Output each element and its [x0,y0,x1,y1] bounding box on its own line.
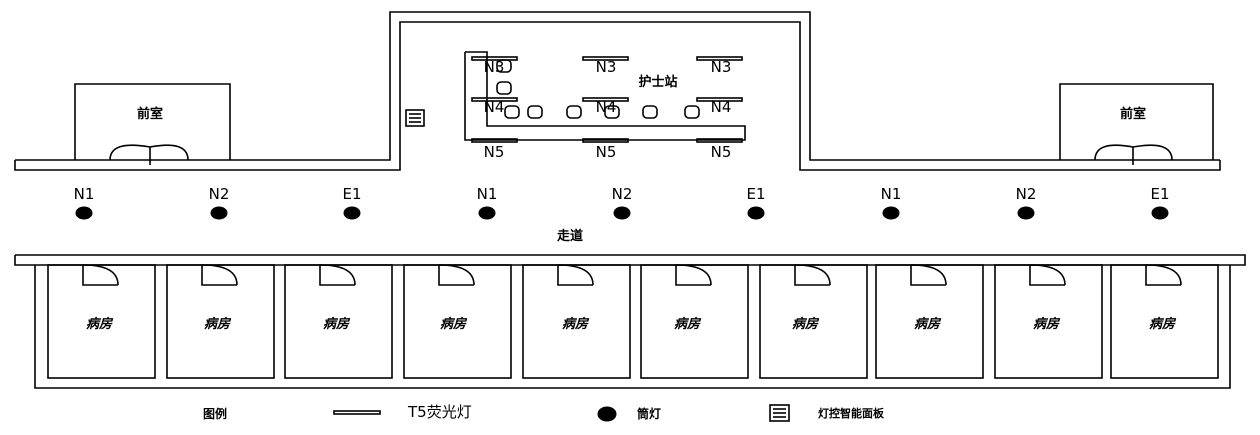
legend-downlight-label: 筒灯 [637,407,662,421]
ward-label-5: 病房 [561,317,589,332]
nurse-light-n4-1: N4 [483,98,505,116]
ward-door-6 [675,264,712,286]
ward-room-6 [640,264,749,379]
ward-door-8 [910,264,947,286]
t5-fixture-2 [582,56,629,61]
anteroom-right-wall [1059,83,1214,160]
ward-label-6: 病房 [673,317,701,332]
downlight-5 [613,206,631,220]
downlight-4 [478,206,496,220]
chair-8 [496,59,512,73]
downlight-9 [1151,206,1169,220]
legend-smart-panel-label: 灯控智能面板 [818,407,884,420]
ward-room-3 [284,264,393,379]
t5-fixture-9 [696,138,743,143]
nurse-light-n5-3: N5 [710,143,732,161]
nurse-station-desk [464,51,746,141]
ward-door-10 [1145,264,1182,286]
chair-1 [504,105,520,119]
corridor-label: 走道 [556,229,584,244]
legend-title: 图例 [203,407,228,421]
ward-label-2: 病房 [203,317,231,332]
nurse-light-n4-3: N4 [710,98,732,116]
legend-smart-panel-symbol [769,404,790,422]
ward-door-7 [794,264,831,286]
corridor-bottom-wall [14,254,1246,266]
nurse-light-n3-3: N3 [710,58,732,76]
ward-label-10: 病房 [1148,317,1176,332]
corridor-light-label-2: N2 [208,185,230,203]
t5-fixture-4 [471,97,518,102]
t5-fixture-1 [471,56,518,61]
ward-room-9 [994,264,1103,379]
chair-7 [496,81,512,95]
anteroom-left-label: 前室 [136,107,164,122]
ward-door-3 [319,264,356,286]
chair-4 [604,105,620,119]
corridor-light-label-4: N1 [476,185,498,203]
t5-fixture-3 [696,56,743,61]
ward-door-1 [82,264,119,286]
t5-fixture-7 [471,138,518,143]
ward-room-8 [875,264,984,379]
legend-downlight-symbol [597,406,617,422]
downlight-2 [210,206,228,220]
corridor-light-label-6: E1 [746,185,766,203]
legend-fluorescent-label: T5荧光灯 [408,403,472,421]
downlight-6 [747,206,765,220]
legend-fluorescent-symbol [333,410,381,415]
nurse-light-n3-1: N3 [483,58,505,76]
ward-room-1 [47,264,156,379]
ward-room-4 [403,264,512,379]
corridor-light-label-9: E1 [1150,185,1170,203]
chair-5 [642,105,658,119]
t5-fixture-6 [696,97,743,102]
smart-panel [405,109,425,127]
ward-door-2 [201,264,238,286]
downlight-3 [343,206,361,220]
corridor-light-label-1: N1 [73,185,95,203]
downlight-8 [1017,206,1035,220]
ward-door-4 [438,264,475,286]
corridor-light-label-5: N2 [611,185,633,203]
corridor-light-label-7: N1 [880,185,902,203]
ward-label-7: 病房 [791,317,819,332]
downlight-7 [882,206,900,220]
corridor-light-label-3: E1 [342,185,362,203]
downlight-1 [75,206,93,220]
chair-3 [566,105,582,119]
ward-room-2 [166,264,275,379]
ward-label-9: 病房 [1032,317,1060,332]
anteroom-right-label: 前室 [1119,107,1147,122]
chair-2 [527,105,543,119]
corridor-light-label-8: N2 [1015,185,1037,203]
t5-fixture-8 [582,138,629,143]
ward-room-5 [522,264,631,379]
ward-door-9 [1029,264,1066,286]
t5-fixture-5 [582,97,629,102]
nurse-station-label: 护士站 [638,75,678,90]
ward-door-5 [557,264,594,286]
ward-label-1: 病房 [85,317,113,332]
door-left-a [109,144,151,165]
door-right-b [1132,144,1173,161]
corridor-top-wall-outer [14,21,1221,171]
ward-room-7 [759,264,868,379]
nurse-light-n4-2: N4 [595,98,617,116]
ward-block-outer [34,265,1231,389]
nurse-light-n5-2: N5 [595,143,617,161]
door-left-b [149,144,189,161]
ward-label-8: 病房 [913,317,941,332]
corridor-top-wall-inner [15,11,1220,161]
chair-6 [684,105,700,119]
door-right-a [1094,144,1134,165]
nurse-light-n5-1: N5 [483,143,505,161]
ward-room-10 [1110,264,1219,379]
ward-label-3: 病房 [322,317,350,332]
ward-label-4: 病房 [439,317,467,332]
anteroom-left-wall [74,83,231,160]
nurse-light-n3-2: N3 [595,58,617,76]
